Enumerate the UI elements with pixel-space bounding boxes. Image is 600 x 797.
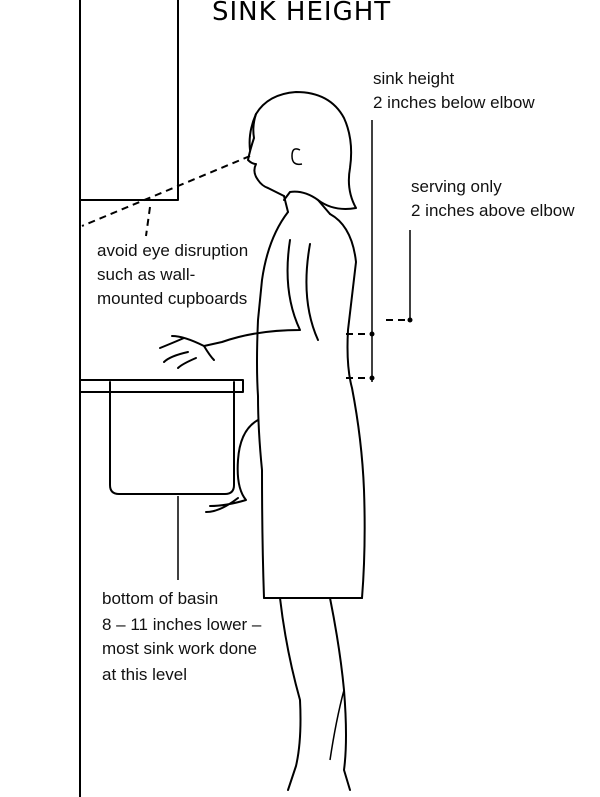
- counter-top: [79, 379, 244, 393]
- eye-pointer: [145, 206, 151, 237]
- eye-line: [81, 155, 251, 227]
- basin-bottom-label: bottom of basin 8 – 11 inches lower – mo…: [102, 589, 266, 684]
- eye-disruption-label: avoid eye disruption such as wall- mount…: [97, 241, 253, 308]
- wall-cupboard: [79, 0, 179, 201]
- sink-height-label: sink height 2 inches below elbow: [373, 69, 535, 112]
- sink-basin: [109, 381, 235, 495]
- serving-dot: [407, 317, 413, 323]
- elbow-dot: [369, 331, 375, 337]
- woman-figure: [159, 91, 366, 791]
- sink-dot: [369, 375, 375, 381]
- serving-label: serving only 2 inches above elbow: [411, 177, 575, 220]
- diagram-title: SINK HEIGHT: [212, 0, 391, 27]
